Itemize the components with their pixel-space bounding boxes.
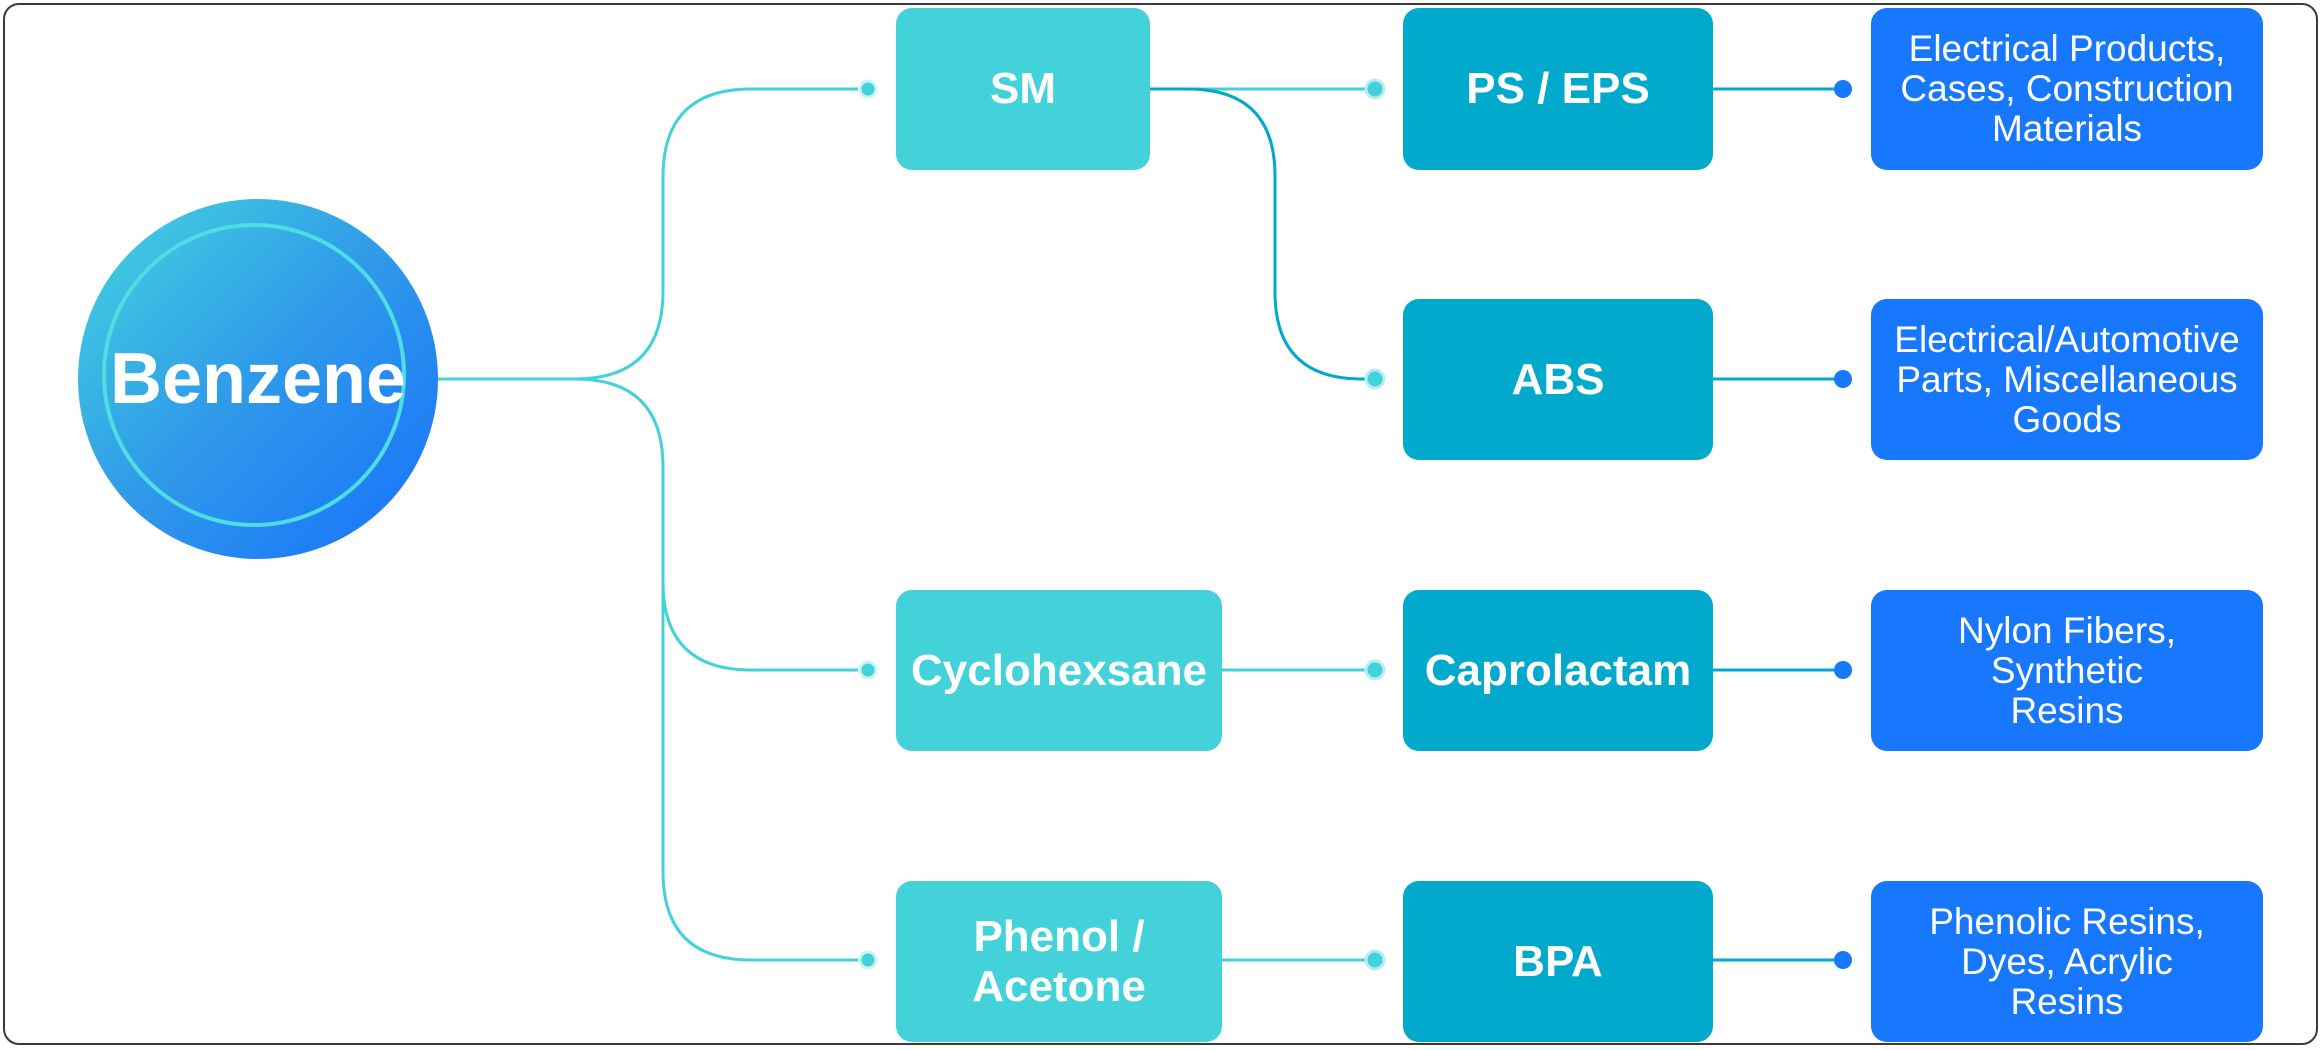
connector-dot-caprolactam xyxy=(1364,659,1386,681)
root-node-ring xyxy=(102,223,406,527)
connector-dot-abs-uses xyxy=(1834,370,1852,388)
connector-dot-sm xyxy=(858,79,878,99)
node-caprolactam: Caprolactam xyxy=(1403,590,1713,751)
connector-root-sm xyxy=(574,87,858,381)
connector-dot-ps-eps-uses xyxy=(1834,80,1852,98)
node-ps-eps-label: PS / EPS xyxy=(1466,64,1650,113)
node-bpa-label: BPA xyxy=(1513,936,1603,986)
node-ps-eps-uses: Electrical Products, Cases, Construction… xyxy=(1871,8,2263,170)
connector-dot-abs xyxy=(1364,368,1386,390)
node-bpa: BPA xyxy=(1403,881,1713,1042)
node-phenol-acetone: Phenol / Acetone xyxy=(896,881,1222,1042)
node-phenol-acetone-label: Phenol / Acetone xyxy=(972,911,1146,1011)
node-caprolactam-uses-label: Nylon Fibers, Synthetic Resins xyxy=(1958,609,2176,731)
connector-root-cyclohexsane xyxy=(574,377,858,672)
node-ps-eps: PS / EPS xyxy=(1403,8,1713,170)
node-abs: ABS xyxy=(1403,299,1713,460)
node-ps-eps-uses-label: Electrical Products, Cases, Construction… xyxy=(1900,28,2234,149)
node-abs-label: ABS xyxy=(1511,354,1605,404)
connector-dot-cyclohexsane xyxy=(858,660,878,680)
connector-root-phenol-acetone xyxy=(661,582,858,962)
node-abs-uses: Electrical/Automotive Parts, Miscellaneo… xyxy=(1871,299,2263,460)
node-cyclohexsane-label: Cyclohexsane xyxy=(911,645,1207,695)
connector-sm-abs xyxy=(1150,87,1365,381)
node-abs-uses-label: Electrical/Automotive Parts, Miscellaneo… xyxy=(1894,318,2240,440)
root-node-label: Benzene xyxy=(109,339,407,419)
node-sm: SM xyxy=(896,8,1150,170)
node-bpa-uses: Phenolic Resins, Dyes, Acrylic Resins xyxy=(1871,881,2263,1042)
node-caprolactam-uses: Nylon Fibers, Synthetic Resins xyxy=(1871,590,2263,751)
connector-dot-bpa-uses xyxy=(1834,951,1852,969)
diagram-frame xyxy=(3,3,2318,1045)
node-caprolactam-label: Caprolactam xyxy=(1424,645,1692,695)
connector-dot-phenol-acetone xyxy=(858,950,878,970)
connector-dot-ps-eps xyxy=(1364,78,1386,100)
connector-dot-caprolactam-uses xyxy=(1834,661,1852,679)
node-bpa-uses-label: Phenolic Resins, Dyes, Acrylic Resins xyxy=(1929,900,2205,1022)
connector-dot-bpa xyxy=(1364,949,1386,971)
root-node-benzene: Benzene xyxy=(78,199,438,559)
node-cyclohexsane: Cyclohexsane xyxy=(896,590,1222,751)
node-sm-label: SM xyxy=(990,64,1056,113)
